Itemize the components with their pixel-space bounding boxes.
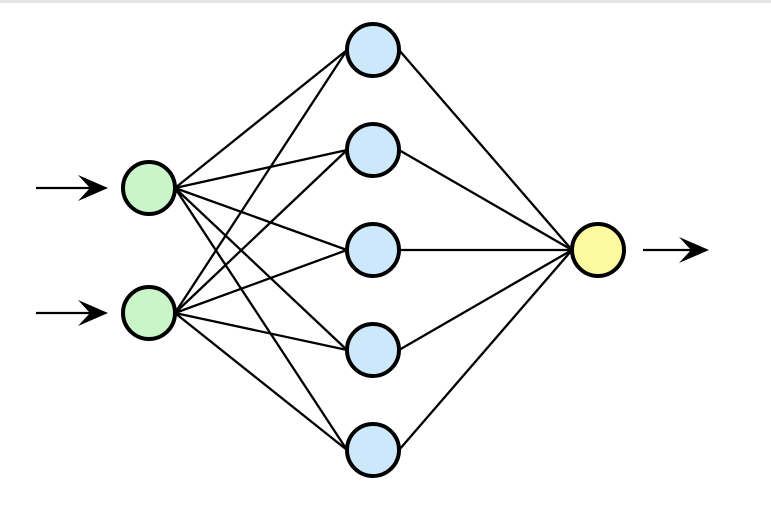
edge-input-node-2-to-hidden-node-1 (174, 49, 348, 314)
edge-hidden-node-5-to-output-node-1 (398, 249, 573, 451)
hidden-node-5 (345, 422, 401, 478)
edge-input-node-2-to-hidden-node-2 (174, 149, 348, 314)
edge-input-node-1-to-hidden-node-1 (174, 49, 348, 189)
edge-input-node-1-to-hidden-node-4 (174, 187, 348, 351)
edge-input-node-2-to-hidden-node-3 (174, 248, 348, 315)
hidden-node-1 (345, 22, 401, 78)
hidden-node-4 (345, 322, 401, 378)
edge-input-node-1-to-hidden-node-3 (174, 186, 348, 252)
input-node-2 (121, 285, 177, 341)
output-node-1 (570, 222, 626, 278)
edge-hidden-node-4-to-output-node-1 (398, 249, 573, 351)
edge-hidden-node-1-to-output-node-1 (398, 49, 573, 251)
input-arrow-1-head (78, 175, 108, 201)
edge-hidden-node-2-to-output-node-1 (398, 149, 573, 251)
hidden-node-3 (345, 222, 401, 278)
output-arrow-head (679, 237, 709, 263)
edge-input-node-2-to-hidden-node-4 (174, 311, 348, 352)
input-node-1 (121, 160, 177, 216)
edge-input-node-1-to-hidden-node-5 (174, 187, 348, 451)
input-arrow-2-head (78, 300, 108, 326)
edge-input-node-2-to-hidden-node-5 (174, 312, 348, 451)
edge-input-node-1-to-hidden-node-2 (174, 148, 348, 190)
hidden-node-2 (345, 122, 401, 178)
